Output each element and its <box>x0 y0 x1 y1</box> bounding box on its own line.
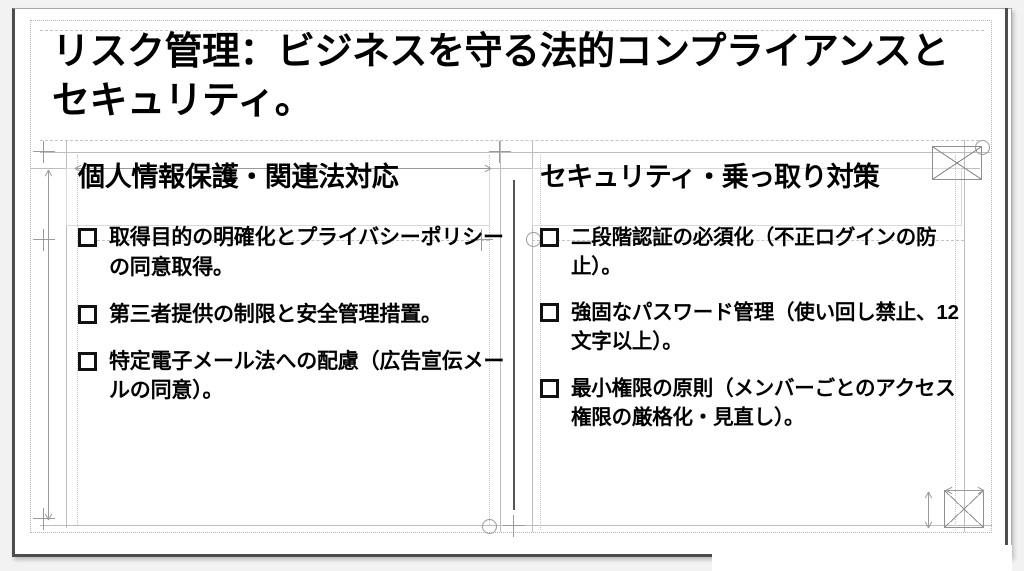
page-title: リスク管理：ビジネスを守る法的コンプライアンスとセキュリティ。 <box>52 31 949 122</box>
bullet-list-privacy: 取得目的の明確化とプライバシーポリシーの同意取得。 第三者提供の制限と安全管理措… <box>78 223 508 406</box>
dimension-arrow-vertical <box>924 492 933 528</box>
guide-dotted-horizontal <box>77 240 489 241</box>
list-item[interactable]: 取得目的の明確化とプライバシーポリシーの同意取得。 <box>78 223 508 283</box>
list-item[interactable]: 特定電子メール法への配慮（広告宣伝メールの同意）。 <box>78 347 508 407</box>
bullet-list-security: 二段階認証の必須化（不正ログインの防止）。 強固なパスワード管理（使い回し禁止、… <box>540 223 970 432</box>
guide-anchor-circle <box>482 519 497 534</box>
column-heading-security: セキュリティ・乗っ取り対策 <box>540 162 880 192</box>
empty-checkbox-icon[interactable] <box>78 304 97 324</box>
guide-line-vertical <box>532 140 533 532</box>
column-privacy: 個人情報保護・関連法対応 取得目的の明確化とプライバシーポリシーの同意取得。 第… <box>78 160 508 423</box>
list-item[interactable]: 最小権限の原則（メンバーごとのアクセス権限の厳格化・見直し）。 <box>540 374 970 432</box>
list-item-label: 特定電子メール法への配慮（広告宣伝メールの同意）。 <box>109 349 505 403</box>
list-item-label: 二段階認証の必須化（不正ログインの防止）。 <box>571 226 937 279</box>
guide-dotted-horizontal <box>532 240 964 241</box>
dimension-arrow-horizontal <box>946 486 984 495</box>
guide-dotted-horizontal <box>40 140 984 141</box>
dimension-arrow-vertical <box>44 170 53 520</box>
page-shadow-break <box>712 545 1012 571</box>
column-security: セキュリティ・乗っ取り対策 二段階認証の必須化（不正ログインの防止）。 強固なパ… <box>540 160 970 449</box>
slide-page-frame <box>12 8 1012 557</box>
empty-checkbox-icon[interactable] <box>78 351 97 371</box>
list-item[interactable]: 二段階認証の必須化（不正ログインの防止）。 <box>540 223 970 281</box>
list-item[interactable]: 第三者提供の制限と安全管理措置。 <box>78 300 508 330</box>
guide-dotted-vertical <box>955 155 956 530</box>
guide-dotted-vertical <box>77 155 78 525</box>
empty-checkbox-icon[interactable] <box>540 228 559 248</box>
image-placeholder-top-right[interactable] <box>932 146 982 180</box>
list-item-label: 最小権限の原則（メンバーごとのアクセス権限の厳格化・見直し）。 <box>571 376 956 429</box>
column-divider <box>513 180 515 510</box>
empty-checkbox-icon[interactable] <box>78 228 97 248</box>
empty-checkbox-icon[interactable] <box>540 378 559 398</box>
empty-checkbox-icon[interactable] <box>540 303 559 323</box>
list-item[interactable]: 強固なパスワード管理（使い回し禁止、12文字以上）。 <box>540 298 970 356</box>
guide-line-vertical <box>964 140 965 532</box>
guide-line-vertical <box>500 140 501 532</box>
guide-dotted-vertical <box>540 155 541 530</box>
page-right-rule <box>1005 8 1008 550</box>
guide-anchor-circle <box>526 232 541 247</box>
list-item-label: 強固なパスワード管理（使い回し禁止、12文字以上）。 <box>571 301 959 354</box>
list-item-label: 取得目的の明確化とプライバシーポリシーの同意取得。 <box>109 226 504 279</box>
content-outline-right <box>532 168 962 226</box>
guide-line-horizontal <box>40 525 992 526</box>
guide-line-vertical <box>66 140 67 528</box>
list-item-label: 第三者提供の制限と安全管理措置。 <box>109 302 442 326</box>
dimension-arrow-horizontal <box>75 164 491 173</box>
guide-dotted-vertical <box>489 155 490 525</box>
guide-line-horizontal <box>40 152 992 153</box>
image-placeholder-bottom-right[interactable] <box>944 490 984 528</box>
guide-dotted-horizontal <box>40 30 984 31</box>
column-heading-privacy: 個人情報保護・関連法対応 <box>78 162 399 192</box>
